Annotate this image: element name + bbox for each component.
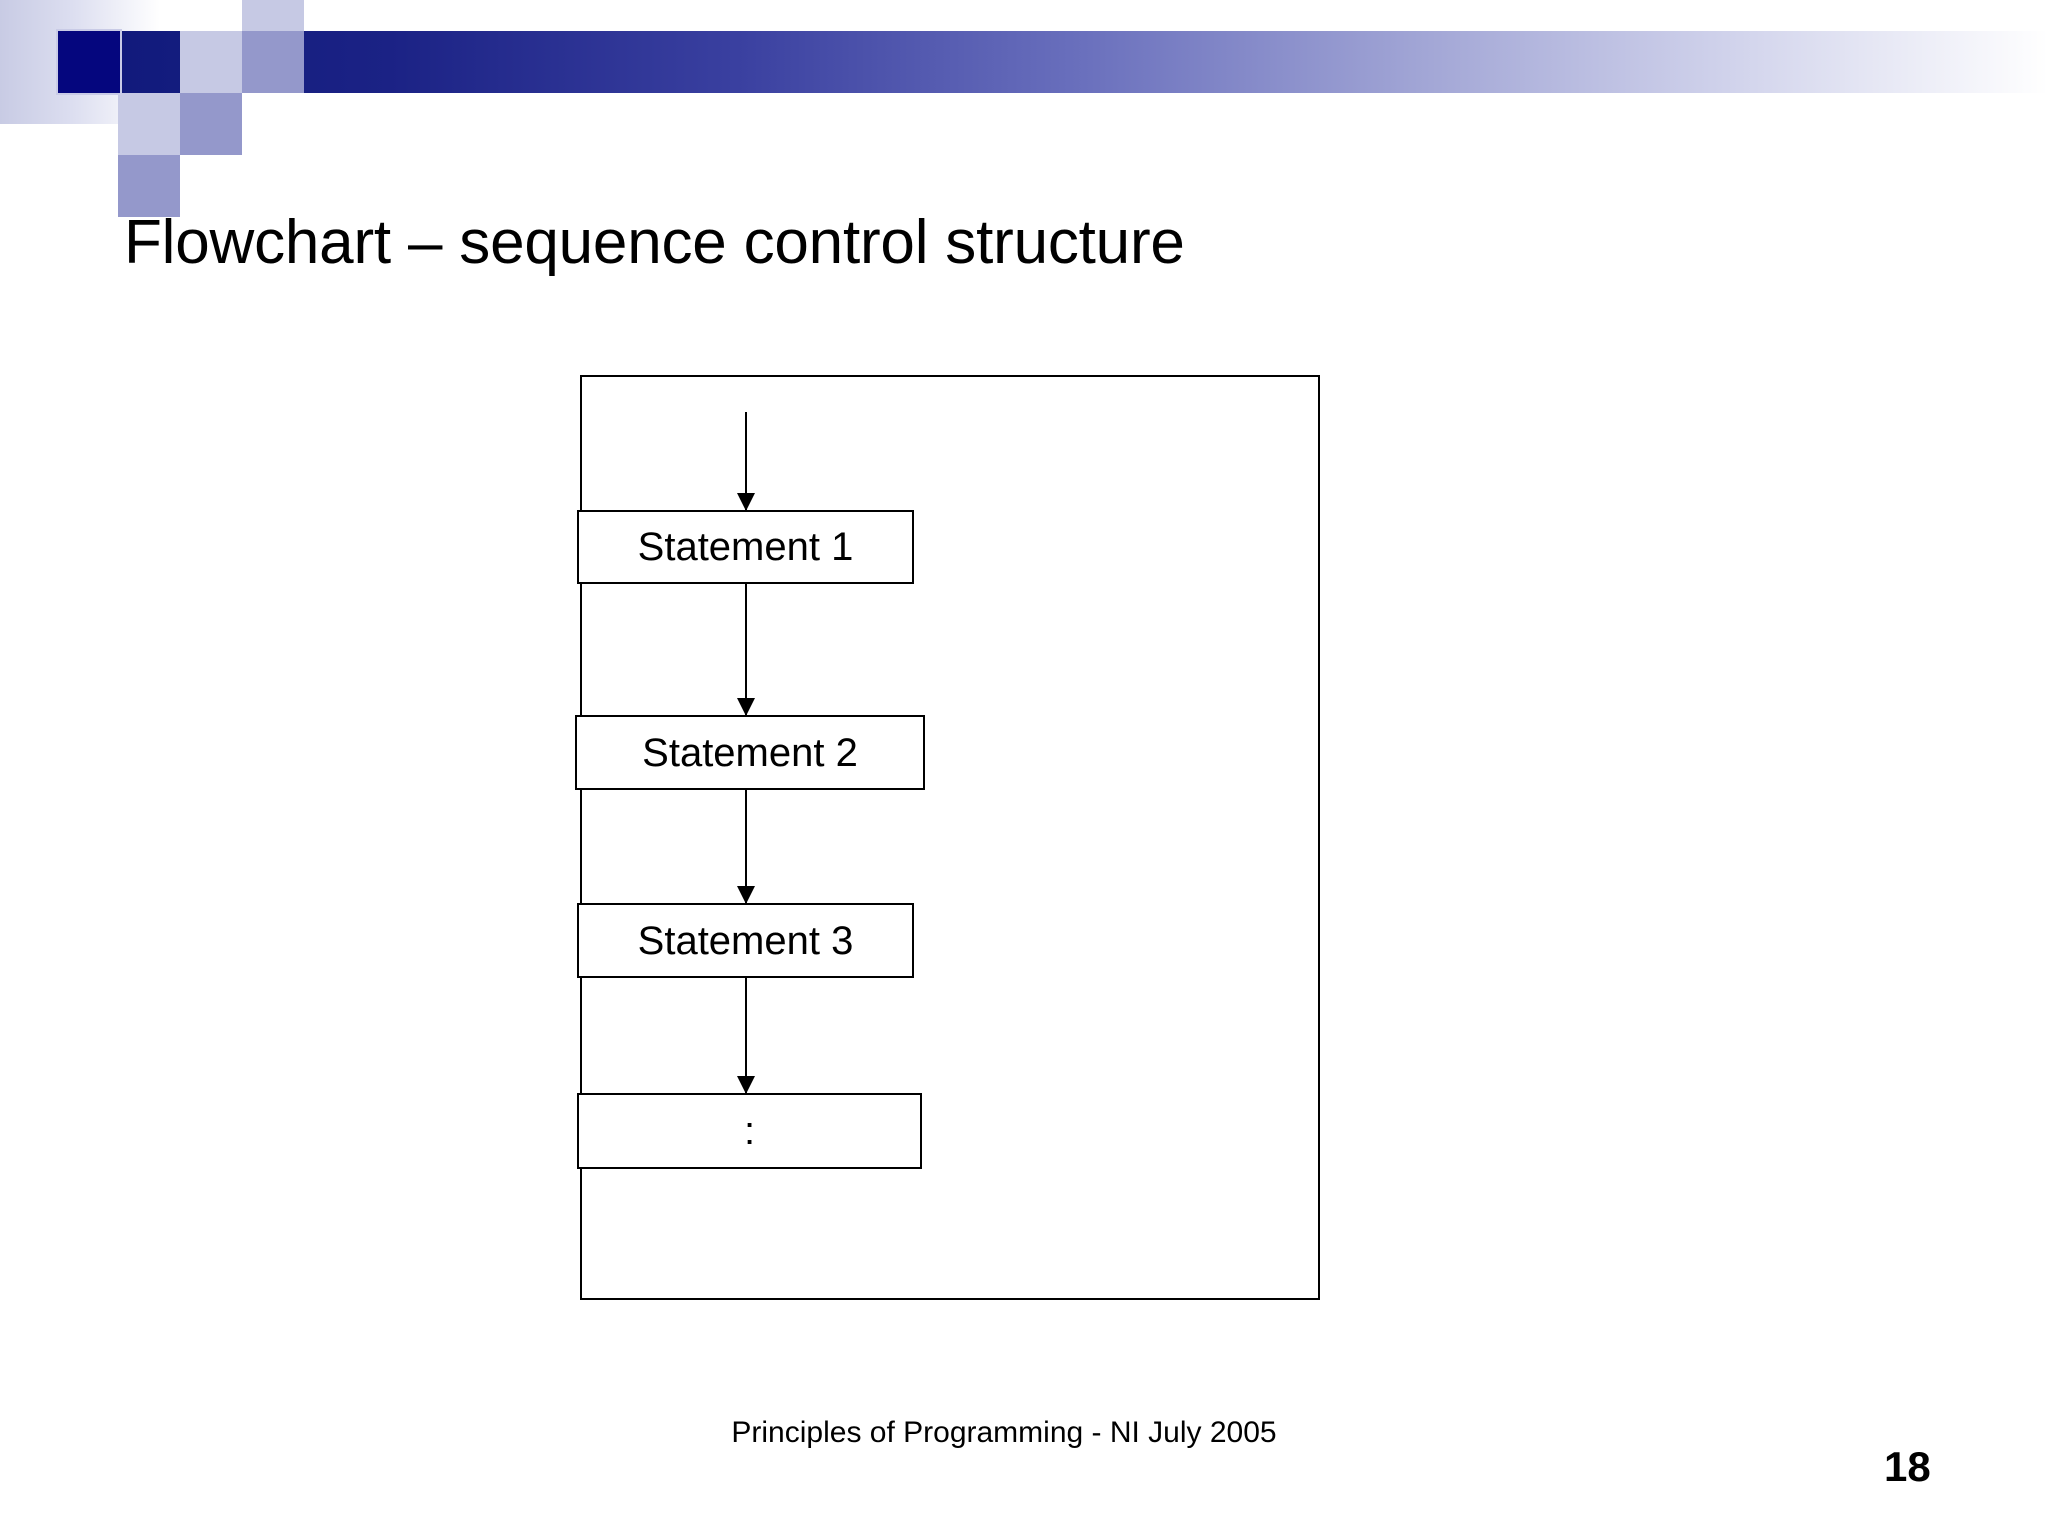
- arrow-statement-1-to-statement-2: [745, 584, 747, 715]
- flow-node-statement-3-label: Statement 3: [637, 918, 854, 963]
- flowchart-frame: Statement 1 Statement 2 Statement 3 :: [575, 375, 1320, 1300]
- flow-node-continuation: :: [577, 1093, 922, 1169]
- header-gradient-band: [120, 31, 2048, 93]
- flow-node-statement-2-label: Statement 2: [642, 730, 858, 775]
- arrow-statement-3-to-continuation: [745, 978, 747, 1093]
- tile-mid-upper: [242, 31, 304, 93]
- tile-light-mid: [180, 31, 242, 93]
- tile-light-upper: [242, 0, 304, 31]
- tile-mid-lower: [180, 93, 242, 155]
- tile-mid-bottom: [118, 155, 180, 217]
- tile-light-lower: [118, 93, 180, 155]
- flow-node-statement-2: Statement 2: [575, 715, 925, 790]
- tile-dark-square: [56, 29, 122, 95]
- flow-node-statement-3: Statement 3: [577, 903, 914, 978]
- flow-node-continuation-label: :: [743, 1109, 756, 1153]
- slide-number: 18: [1884, 1443, 1931, 1490]
- arrow-entry-to-statement-1: [745, 412, 747, 510]
- arrow-statement-2-to-statement-3: [745, 790, 747, 903]
- flow-node-statement-1-label: Statement 1: [637, 525, 854, 569]
- footer-text: Principles of Programming - NI July 2005: [731, 1416, 1277, 1449]
- page-title: Flowchart – sequence control structure: [124, 208, 1185, 277]
- flow-node-statement-1: Statement 1: [577, 510, 914, 584]
- header-decoration: [0, 0, 2048, 217]
